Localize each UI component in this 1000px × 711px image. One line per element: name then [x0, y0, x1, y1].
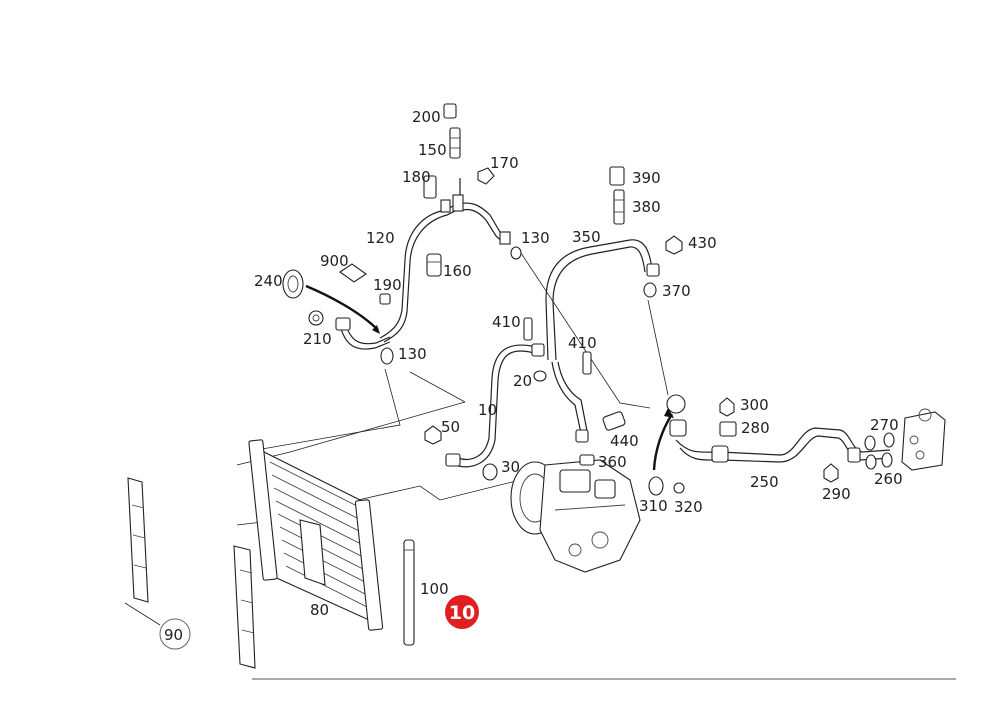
part-200-icon — [443, 103, 457, 119]
part-240-icon — [282, 269, 304, 299]
label-120: 120 — [366, 229, 395, 247]
oring-370-icon — [643, 282, 657, 298]
part-900-icon — [339, 263, 367, 283]
label-260: 260 — [874, 470, 903, 488]
part-310-icon — [648, 476, 664, 496]
part-180-icon — [423, 175, 437, 199]
label-310: 310 — [639, 497, 668, 515]
oring-260-icon — [865, 452, 893, 470]
label-370: 370 — [662, 282, 691, 300]
arrow-240 — [305, 284, 379, 331]
label-20: 20 — [513, 372, 532, 390]
part-280-icon — [719, 421, 737, 437]
label-350: 350 — [572, 228, 601, 246]
badge-circle[interactable] — [445, 595, 479, 629]
connector-150 — [452, 194, 464, 212]
label-300: 300 — [740, 396, 769, 414]
part-360-icon — [579, 454, 595, 466]
condenser — [248, 439, 384, 631]
label-160: 160 — [443, 262, 472, 280]
oring-130b-icon — [380, 347, 394, 365]
label-100: 100 — [420, 580, 449, 598]
label-410b: 410 — [568, 334, 597, 352]
label-150: 150 — [418, 141, 447, 159]
pipe-120 — [379, 178, 511, 343]
labels: 200 150 170 180 390 380 350 430 120 130 … — [159, 108, 903, 650]
part-210-icon — [308, 310, 391, 350]
oring-270-icon — [864, 432, 895, 451]
part-410a-icon — [523, 317, 533, 341]
label-210: 210 — [303, 330, 332, 348]
part-50-icon — [424, 425, 442, 445]
label-130a: 130 — [521, 229, 550, 247]
label-250: 250 — [750, 473, 779, 491]
part-190-icon — [379, 293, 391, 305]
label-180: 180 — [402, 168, 431, 186]
part-380-icon — [613, 189, 625, 225]
part-440-icon — [602, 411, 626, 431]
part-410b-icon — [582, 351, 592, 375]
label-320: 320 — [674, 498, 703, 516]
part-390-icon — [609, 166, 625, 186]
label-360: 360 — [598, 453, 627, 471]
label-240: 240 — [254, 272, 283, 290]
bracket-90 — [127, 477, 149, 603]
label-900: 900 — [320, 252, 349, 270]
label-50: 50 — [441, 418, 460, 436]
pipe-250 — [666, 394, 891, 463]
part-320-icon — [673, 482, 685, 494]
pipe-350 — [545, 239, 660, 443]
label-90-circle — [159, 618, 191, 650]
label-390: 390 — [632, 169, 661, 187]
dryer-100 — [403, 539, 415, 646]
label-430: 430 — [688, 234, 717, 252]
label-30: 30 — [501, 458, 520, 476]
label-190: 190 — [373, 276, 402, 294]
compressor — [510, 459, 641, 573]
label-130b: 130 — [398, 345, 427, 363]
oring-20-icon — [533, 370, 547, 382]
label-440: 440 — [610, 432, 639, 450]
pipe-10 — [445, 343, 545, 468]
part-170-icon — [477, 167, 495, 185]
label-410a: 410 — [492, 313, 521, 331]
oring-130a-icon — [510, 246, 522, 260]
label-270: 270 — [870, 416, 899, 434]
expansion-valve-icon — [901, 408, 946, 471]
part-150-icon — [449, 127, 461, 159]
label-90: 90 — [164, 626, 183, 644]
label-170: 170 — [490, 154, 519, 172]
badge-10[interactable]: 10 — [445, 595, 479, 629]
part-430-icon — [665, 235, 683, 255]
arrow-310 — [652, 413, 674, 471]
label-280: 280 — [741, 419, 770, 437]
part-290-icon — [823, 463, 839, 483]
label-10: 10 — [478, 401, 497, 419]
label-380: 380 — [632, 198, 661, 216]
label-80: 80 — [310, 601, 329, 619]
part-300-icon — [719, 397, 735, 417]
bracket-left — [233, 545, 256, 669]
part-160-icon — [426, 253, 442, 277]
oring-30-icon — [482, 463, 498, 481]
badge-text: 10 — [449, 602, 475, 624]
label-200: 200 — [412, 108, 441, 126]
label-290: 290 — [822, 485, 851, 503]
